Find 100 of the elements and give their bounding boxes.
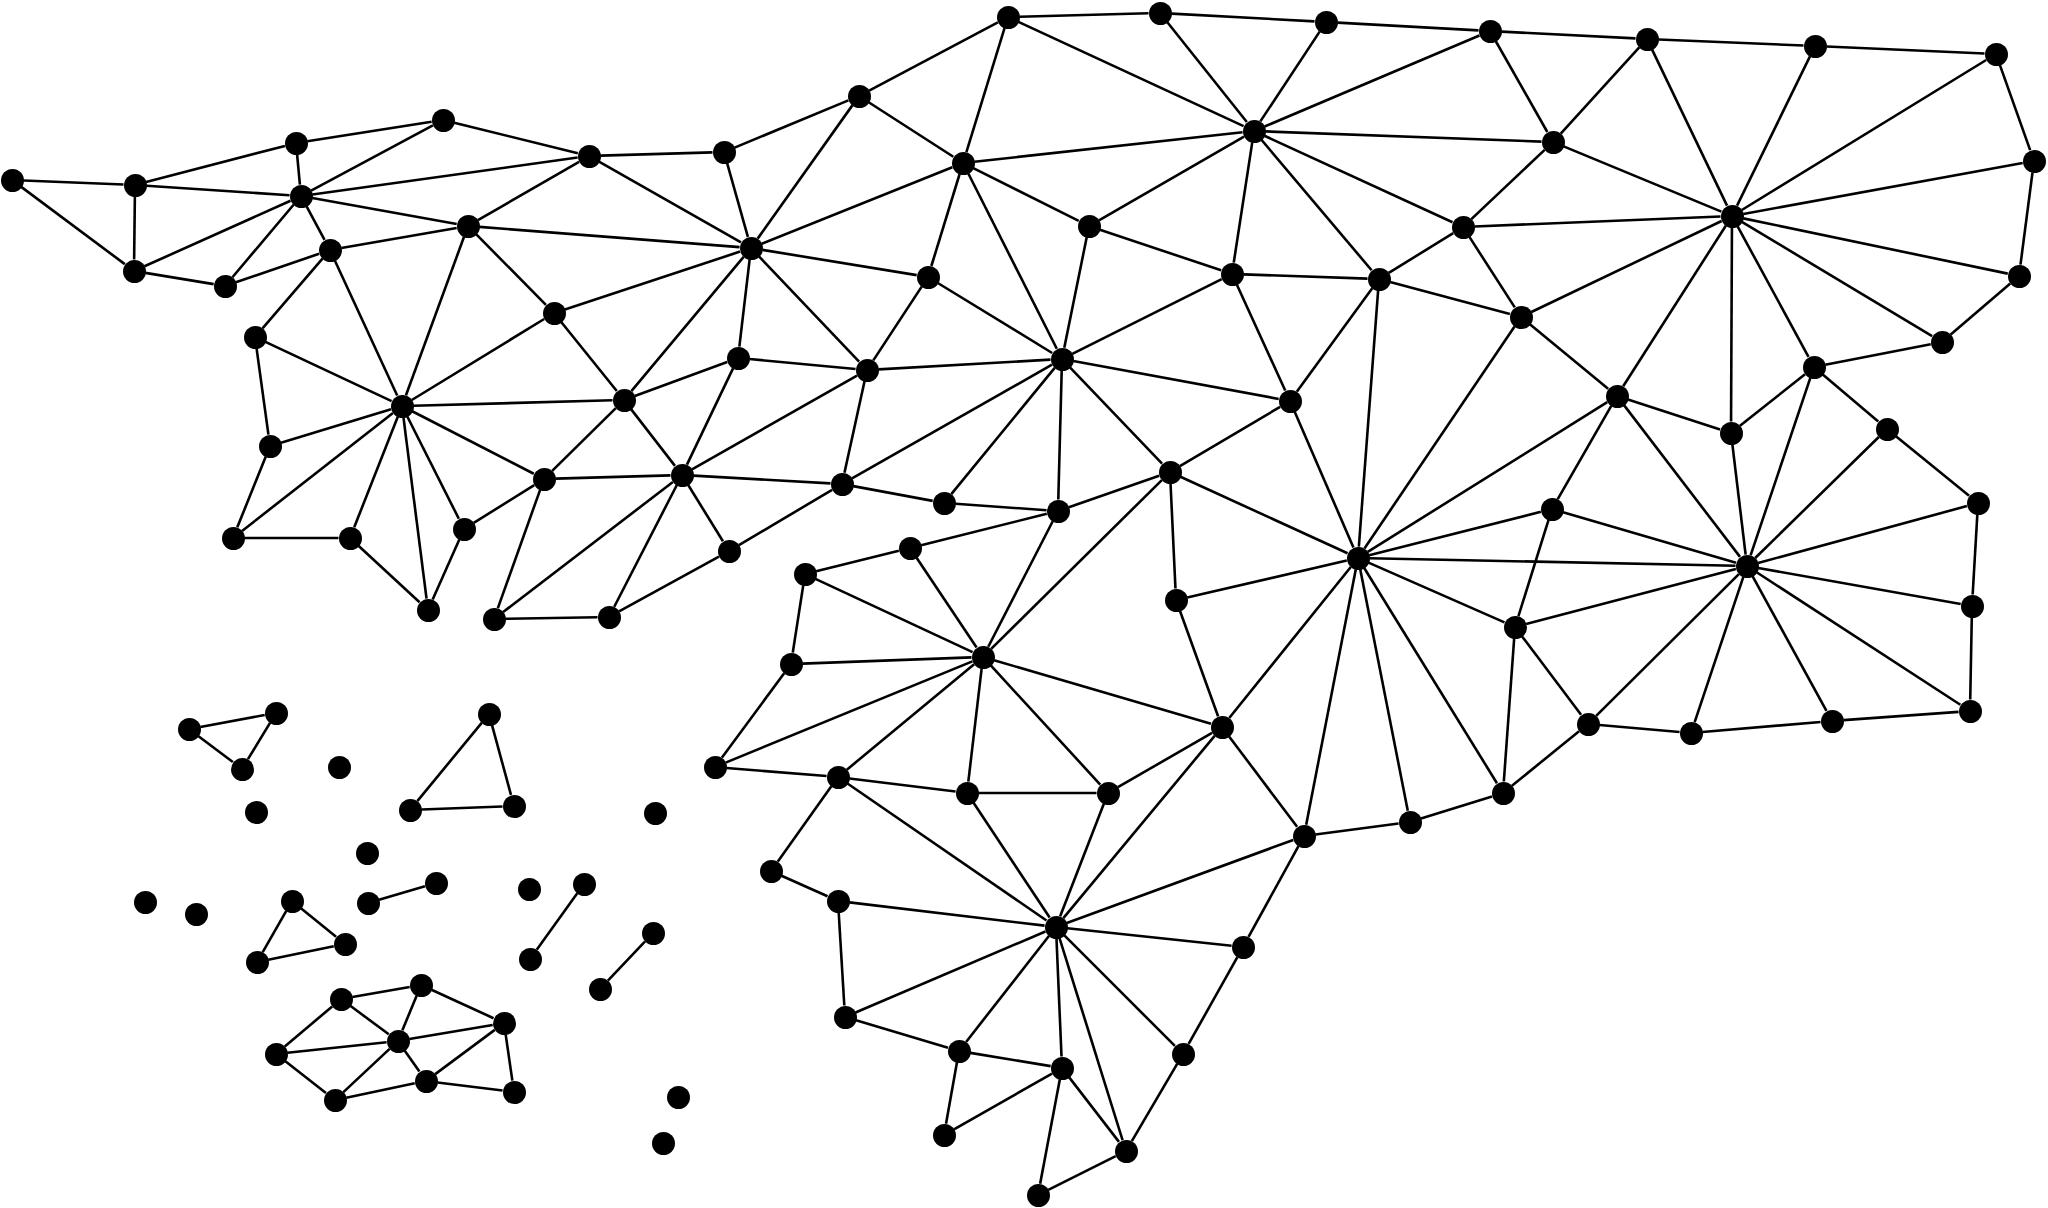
node-dot <box>221 526 245 550</box>
node-dot <box>333 932 357 956</box>
connector-line <box>944 1062 959 1124</box>
node-dot <box>122 259 146 283</box>
connector-line <box>1627 398 1721 431</box>
connector-line <box>776 785 833 863</box>
connector-line <box>1368 561 1505 624</box>
node-dot <box>932 491 956 515</box>
node-dot <box>456 214 480 238</box>
node-dot <box>502 794 526 818</box>
connector-line <box>378 885 426 901</box>
connector-line <box>1622 404 1742 558</box>
node-dot <box>356 891 380 915</box>
connector-line <box>1949 282 2012 336</box>
connector-line <box>437 1081 503 1092</box>
connector-line <box>1743 161 2023 216</box>
connector-line <box>1494 40 1549 133</box>
node-dot <box>323 1088 347 1112</box>
node-dot <box>431 108 455 132</box>
node-dot <box>1346 546 1370 570</box>
node-dot <box>2022 149 2046 173</box>
connector-line <box>261 257 324 330</box>
connector-line <box>1658 38 1804 47</box>
connector-line <box>312 196 457 226</box>
connector-line <box>261 910 288 953</box>
node-dot <box>424 871 448 895</box>
connector-line <box>1071 277 1223 356</box>
connector-line <box>145 144 286 184</box>
node-dot <box>1478 19 1502 43</box>
connector-line <box>1067 926 1232 948</box>
connector-line <box>720 672 786 759</box>
connector-line <box>404 236 466 396</box>
connector-line <box>2019 172 2034 265</box>
connector-line <box>1420 795 1493 820</box>
connector-line <box>1186 559 1348 599</box>
connector-line <box>978 791 1097 795</box>
node-dot <box>1605 384 1629 408</box>
connector-line <box>1739 373 1806 427</box>
connector-line <box>1187 956 1239 1045</box>
connector-line <box>236 456 267 528</box>
connector-line <box>1757 504 1968 565</box>
connector-line <box>613 484 678 608</box>
connector-line <box>1751 575 1828 712</box>
connector-line <box>1304 569 1358 825</box>
node-dot <box>414 1069 438 1093</box>
connector-line <box>600 151 713 157</box>
connector-line <box>475 233 547 306</box>
connector-line <box>967 668 983 782</box>
connector-line <box>849 777 956 793</box>
connector-line <box>431 539 461 600</box>
connector-line <box>1058 803 1106 917</box>
connector-line <box>1066 838 1294 925</box>
connector-line <box>1259 30 1321 123</box>
connector-line <box>1178 610 1220 717</box>
connector-line <box>972 166 1080 223</box>
node-dot <box>1451 215 1475 239</box>
node-dot <box>245 950 269 974</box>
node-dot <box>1314 10 1338 34</box>
node-dot <box>1096 781 1120 805</box>
connector-line <box>283 1005 334 1048</box>
connector-line <box>342 1047 391 1094</box>
connector-line <box>1511 730 1580 787</box>
connector-line <box>930 173 961 267</box>
connector-line <box>1468 235 1516 309</box>
node-dot <box>951 151 975 175</box>
connector-line <box>1702 720 1821 734</box>
connector-line <box>761 166 953 245</box>
connector-line <box>333 259 399 397</box>
node-dot <box>517 877 541 901</box>
connector-line <box>1227 735 1299 828</box>
node-dot <box>916 265 940 289</box>
node-dot <box>327 755 351 779</box>
connector-line <box>734 99 849 149</box>
connector-line <box>287 1040 387 1055</box>
connector-line <box>1525 567 1737 626</box>
connector-line <box>1502 638 1516 782</box>
connector-line <box>878 358 1051 371</box>
node-dot <box>502 1080 526 1104</box>
connector-line <box>757 255 861 363</box>
node-dot <box>264 1042 288 1066</box>
node-dot <box>651 1131 675 1155</box>
node-dot <box>133 890 157 914</box>
node-dot <box>1164 588 1188 612</box>
connector-line <box>1650 48 1729 207</box>
node-dot <box>1720 204 1744 228</box>
connector-line <box>1470 148 1546 221</box>
node-dot <box>1278 389 1302 413</box>
connector-line <box>1243 273 1368 280</box>
node-dot <box>386 1029 410 1053</box>
connector-line <box>1895 435 1970 497</box>
connector-line <box>853 484 933 503</box>
connector-line <box>970 1051 1051 1068</box>
node-dot <box>452 517 476 541</box>
node-dot <box>492 1011 516 1035</box>
node-dot <box>1820 709 1844 733</box>
connector-line <box>1069 366 1163 465</box>
node-dot <box>759 859 783 883</box>
connector-line <box>915 556 978 649</box>
connector-line <box>555 474 671 480</box>
connector-line <box>1843 710 1959 722</box>
